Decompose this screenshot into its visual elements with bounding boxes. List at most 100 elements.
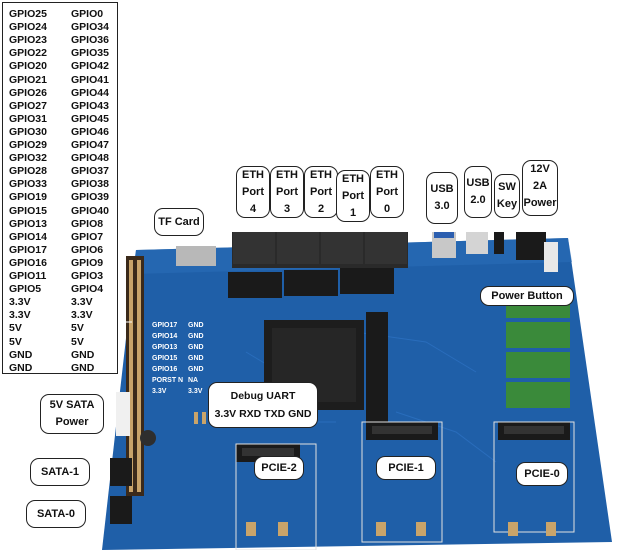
- gpio-pin-left: GPIO17: [9, 243, 47, 256]
- gpio-pin-left: GPIO16: [9, 256, 47, 269]
- gpio-pin-left: GPIO22: [9, 47, 47, 60]
- gpio-pin-right: GND: [71, 361, 95, 374]
- gpio-pin-right: GPIO48: [71, 152, 109, 165]
- gpio-table-row: GPIO16 GPIO9: [9, 255, 115, 271]
- gpio-pin-right: GPIO42: [71, 60, 109, 73]
- gpio-pin-right: GPIO3: [71, 270, 104, 282]
- gpio-table-row: GPIO19 GPIO39: [9, 189, 115, 205]
- board-pin-label: GPIO17: [152, 322, 178, 329]
- gpio-pin-left: GPIO31: [9, 112, 47, 125]
- gpio-pin-left: GPIO21: [9, 73, 47, 86]
- gpio-pin-left: GPIO19: [9, 191, 47, 204]
- gpio-pin-right: 5V: [71, 322, 84, 335]
- gpio-table-row: 5V 5V: [9, 320, 115, 336]
- gpio-pin-left: GPIO13: [9, 217, 47, 230]
- gpio-pin-left: GPIO15: [9, 204, 47, 217]
- gpio-pin-left: GPIO30: [9, 125, 47, 138]
- gpio-pin-right: GPIO38: [71, 178, 109, 191]
- sw-key: [494, 232, 504, 254]
- gpio-pin-right: GPIO7: [71, 230, 104, 243]
- gpio-pin-left: 5V: [9, 335, 22, 348]
- gpio-pin-left: 5V: [9, 322, 22, 335]
- gpio-pin-left: GPIO27: [9, 99, 47, 112]
- gpio-pin-left: GND: [9, 348, 33, 361]
- gpio-header-pins: [129, 260, 141, 492]
- gpio-table-row: GPIO20 GPIO42: [9, 58, 115, 74]
- sata1-port: [110, 458, 132, 486]
- standoff-pads: [246, 522, 556, 536]
- board-pin-label: GND: [188, 355, 204, 362]
- power-switch: [544, 242, 558, 272]
- tf-card-callout: TF Card: [154, 208, 204, 236]
- gpio-pin-left: 3.3V: [9, 296, 31, 309]
- gpio-pin-right: GPIO4: [71, 283, 104, 296]
- gpio-pin-left: GPIO14: [9, 230, 47, 243]
- gpio-pin-left: GND: [9, 361, 33, 374]
- capacitor: [140, 430, 156, 446]
- board-pin-label: GND: [188, 333, 204, 340]
- ethernet-jacks: [232, 232, 408, 268]
- gpio-table-row: GPIO11 GPIO3: [9, 268, 115, 284]
- gpio-pin-right: GPIO8: [71, 217, 104, 230]
- gpio-pin-right: 5V: [71, 335, 84, 348]
- gpio-table-row: GPIO30 GPIO46: [9, 124, 115, 140]
- gpio-pin-left: GPIO29: [9, 139, 47, 151]
- gpio-pin-right: GPIO9: [71, 256, 104, 269]
- gpio-pin-right: GPIO44: [71, 86, 109, 99]
- memory-chip: [366, 312, 388, 422]
- gpio-pin-right: GPIO37: [71, 165, 109, 178]
- board-pin-label: GPIO13: [152, 344, 178, 351]
- gpio-table-row: GPIO14 GPIO7: [9, 229, 115, 245]
- gpio-table-row: GND GND: [9, 360, 115, 376]
- gpio-pin-left: GPIO26: [9, 86, 47, 99]
- sata0-callout: SATA-0: [26, 500, 86, 528]
- sata1-callout: SATA-1: [30, 458, 90, 486]
- gpio-pin-right: 3.3V: [71, 296, 93, 309]
- gpio-table-row: GPIO27 GPIO43: [9, 98, 115, 114]
- gpio-pin-right: GND: [71, 348, 95, 361]
- gpio-pin-right: GPIO47: [71, 139, 109, 151]
- gpio-pin-right: GPIO39: [71, 191, 109, 204]
- gpio-table-row: GPIO33 GPIO38: [9, 176, 115, 192]
- board-pin-label: GPIO14: [152, 333, 178, 340]
- board-pin-label: 3.3V: [152, 388, 167, 395]
- gpio-pin-left: 3.3V: [9, 309, 31, 322]
- gpio-table-row: GPIO26 GPIO44: [9, 85, 115, 101]
- gpio-pin-left: GPIO33: [9, 178, 47, 191]
- gpio-pin-right: GPIO0: [71, 8, 104, 20]
- pcie0-slot: [493, 421, 575, 533]
- gpio-pin-left: GPIO20: [9, 60, 47, 73]
- pcie0-callout: PCIE-0: [516, 462, 568, 486]
- gpio-pin-left: GPIO11: [9, 270, 47, 282]
- gpio-table-row: 5V 5V: [9, 334, 115, 350]
- gpio-pin-right: GPIO46: [71, 125, 109, 138]
- tf-card-slot: [176, 246, 216, 266]
- power-jack: [516, 232, 546, 260]
- gpio-pin-right: GPIO36: [71, 34, 109, 47]
- pcie1-slot: [361, 421, 443, 543]
- gpio-table-row: 3.3V 3.3V: [9, 294, 115, 310]
- usb2-port: [466, 232, 488, 254]
- eth-transformers: [228, 268, 394, 298]
- pcie2-callout: PCIE-2: [254, 456, 304, 480]
- gpio-pin-right: GPIO43: [71, 99, 109, 112]
